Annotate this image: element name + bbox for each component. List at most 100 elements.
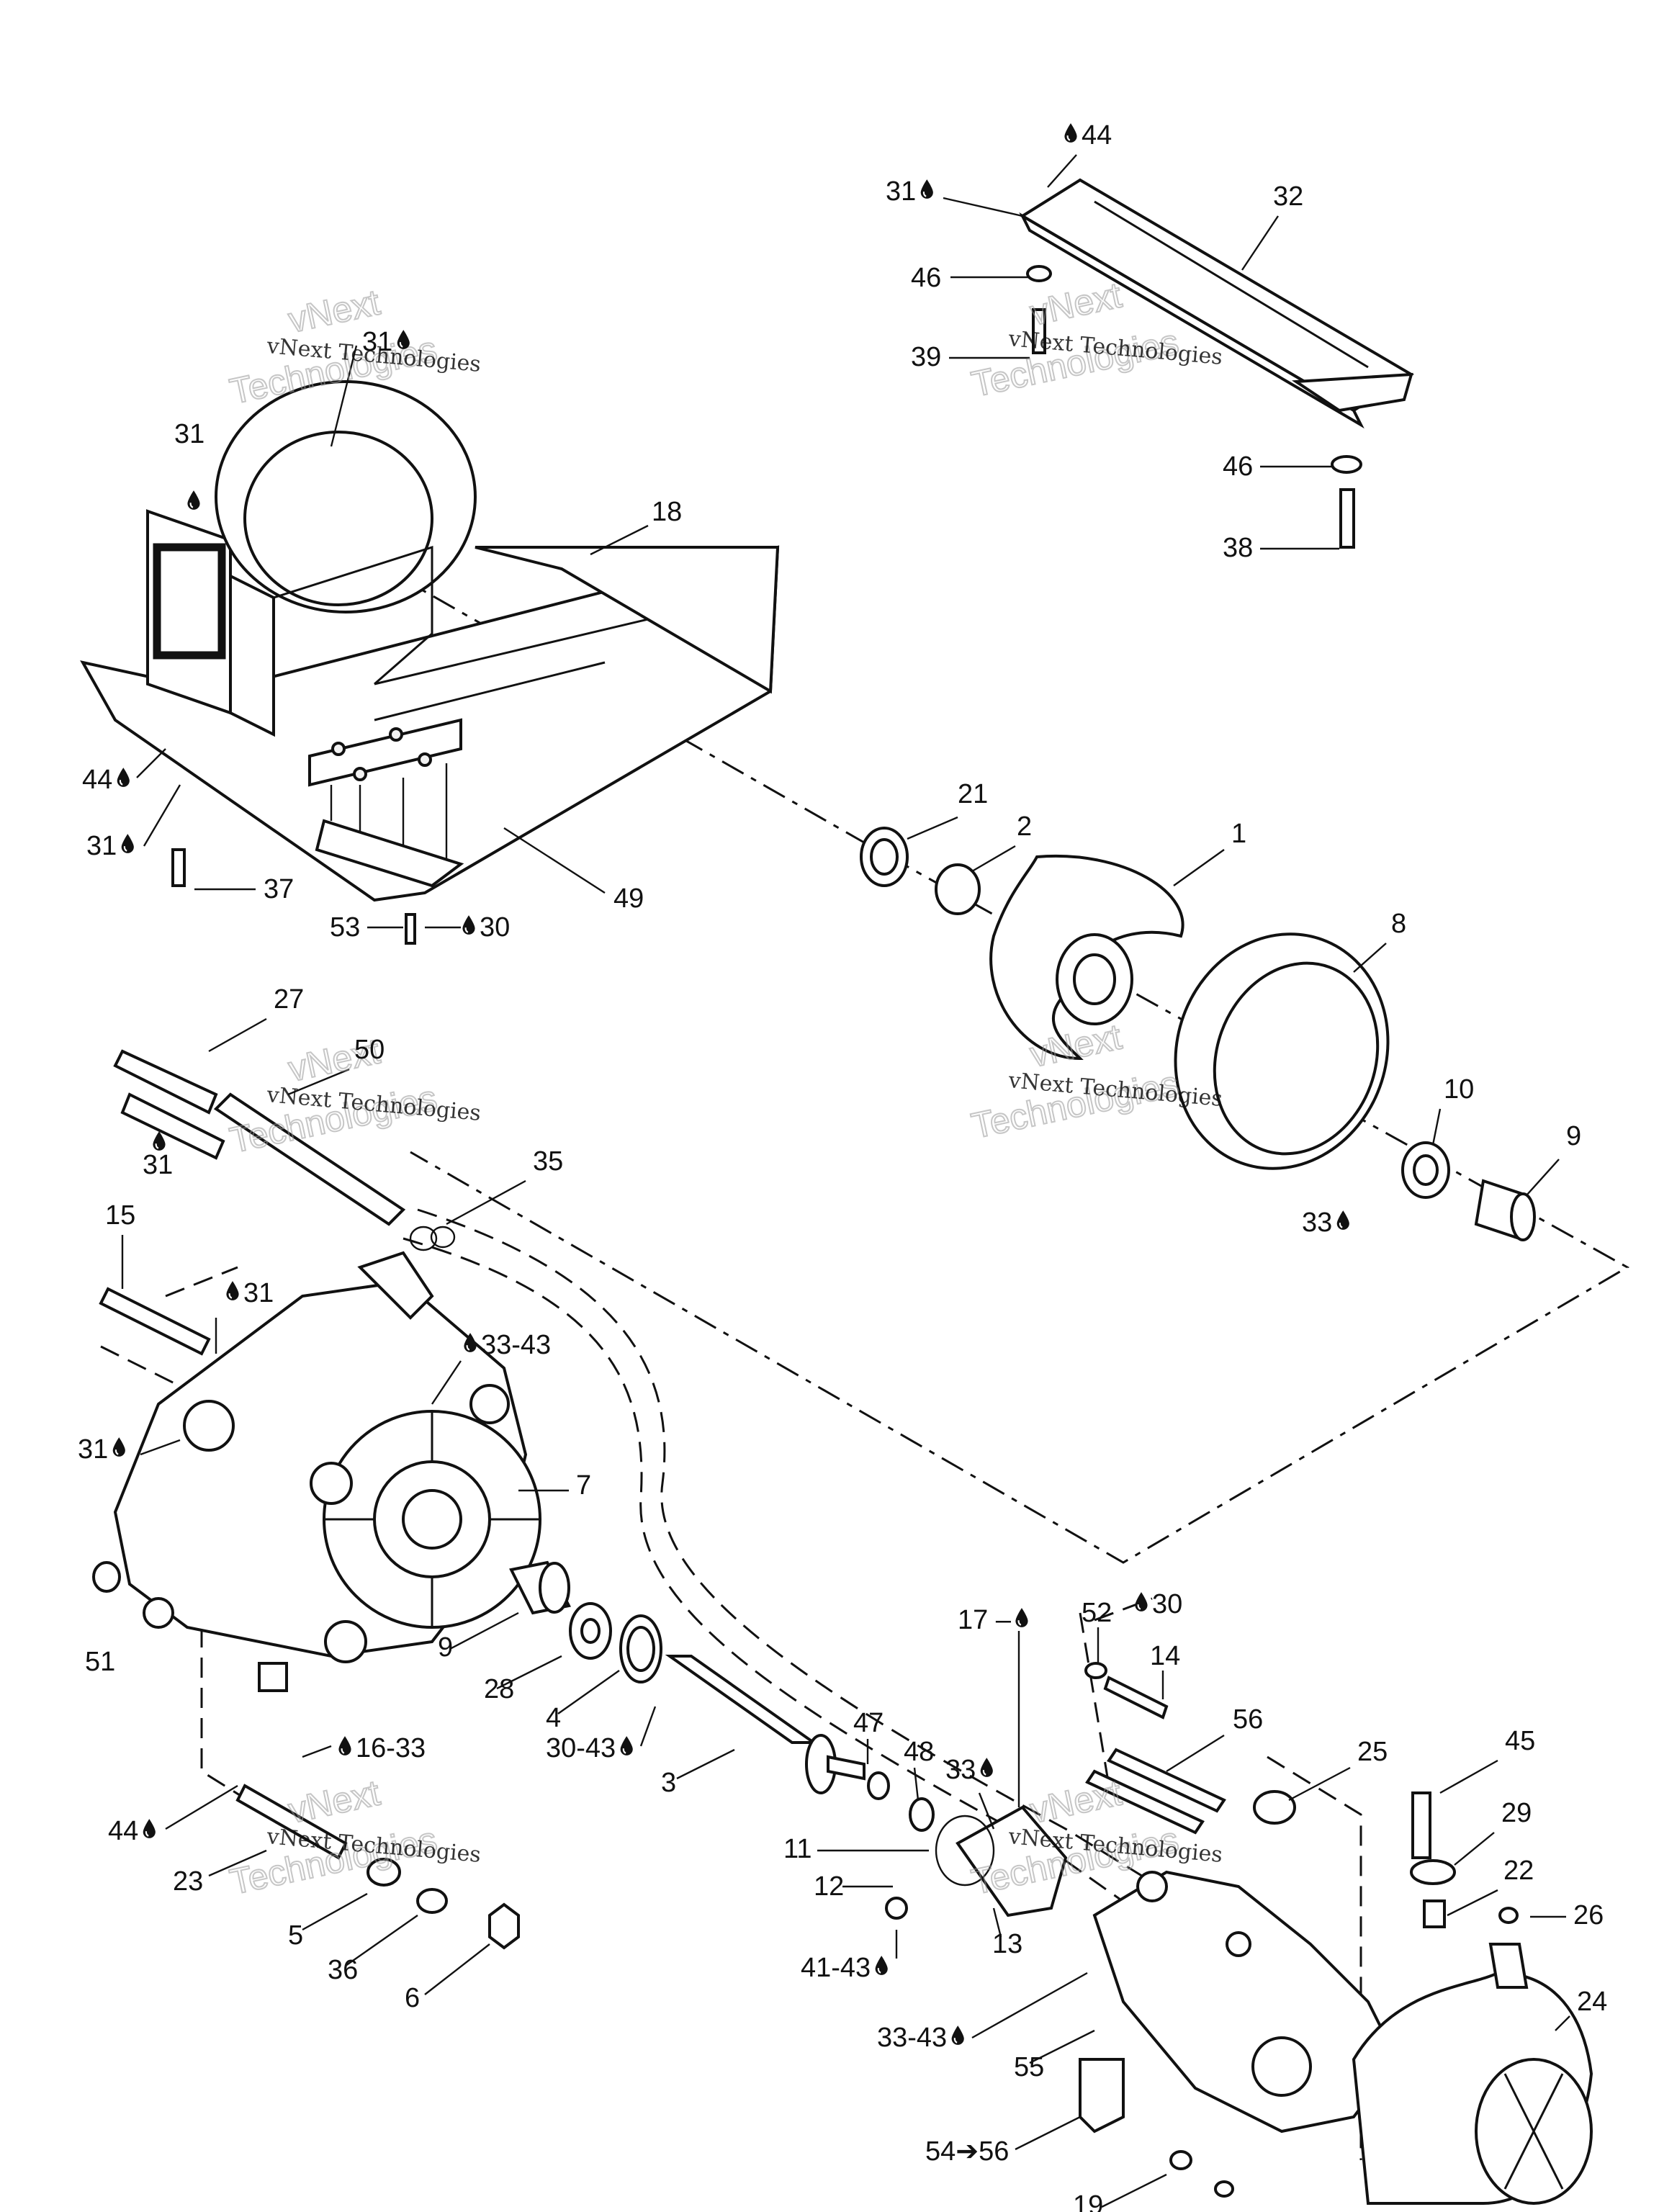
callout-c22: 22 [1503, 1856, 1534, 1886]
leader-c1633 [302, 1745, 332, 1758]
callout-c30b: 30 [1134, 1589, 1182, 1619]
callout-label: 46 [911, 263, 941, 293]
leader-c48 [913, 1767, 920, 1801]
intake-ramp-18 [80, 380, 780, 902]
callout-label: 1 [1231, 819, 1246, 849]
callout-label: 54➔56 [925, 2136, 1009, 2167]
callout-c9b: 9 [438, 1632, 453, 1663]
oil-drop-icon [920, 179, 934, 199]
callout-c53: 53 [330, 912, 360, 943]
leader-c3043 [639, 1706, 657, 1747]
callout-label: 32 [1273, 181, 1303, 212]
leader-c2 [971, 845, 1016, 873]
callout-label: 33-43 [481, 1330, 551, 1360]
leader-c36 [345, 1915, 418, 1966]
callout-label: 46 [1223, 451, 1253, 482]
leader-c1 [1173, 849, 1225, 886]
callout-label: 33 [1302, 1208, 1332, 1238]
leader-c21 [907, 816, 958, 840]
callout-label: 6 [405, 1983, 420, 2013]
callout-c25: 25 [1357, 1737, 1388, 1767]
oil-drop-icon [112, 1437, 126, 1457]
callout-label: 31 [78, 1434, 108, 1465]
callout-c35: 35 [533, 1146, 563, 1177]
axis-line-main [309, 524, 1630, 1564]
leader-c28 [496, 1655, 562, 1690]
callout-label: 35 [533, 1146, 563, 1177]
callout-c44a: 44 [1064, 120, 1112, 150]
callout-label: 28 [484, 1674, 514, 1704]
callout-label: 44 [82, 765, 112, 795]
callout-c30a: 30 [462, 912, 510, 943]
callout-c21: 21 [958, 779, 988, 809]
leader-c55 [1029, 2029, 1095, 2064]
callout-c36: 36 [328, 1955, 358, 1985]
oil-drop-icon [225, 1280, 240, 1301]
watermark-outline-1: vNext [1027, 1773, 1125, 1831]
callout-c12: 12 [814, 1871, 844, 1902]
leader-c31d [143, 784, 181, 847]
callout-c10: 10 [1444, 1074, 1474, 1105]
axis-line-loop [417, 1208, 1254, 1946]
callout-c6: 6 [405, 1983, 420, 2013]
oil-drop-icon [950, 2025, 965, 2046]
oil-drop-icon [116, 767, 130, 788]
callout-label: 37 [264, 874, 294, 904]
shaft-bearings [509, 1560, 662, 1683]
support-bar-32 [1019, 178, 1414, 429]
callout-c37: 37 [264, 874, 294, 904]
leader-c44c [165, 1784, 238, 1830]
callout-label: 12 [814, 1871, 844, 1902]
callout-c33a: 33 [1302, 1208, 1350, 1238]
callout-label: 53 [330, 912, 360, 943]
leader-c5456 [1015, 2116, 1081, 2151]
callout-label: 7 [576, 1470, 591, 1501]
callout-label: 50 [354, 1035, 385, 1065]
leader-c3343a [431, 1360, 462, 1405]
leader-lines [121, 154, 1570, 2208]
callout-c26: 26 [1573, 1900, 1604, 1930]
callout-c4: 4 [546, 1703, 561, 1733]
callout-c31a: 31 [886, 176, 934, 207]
callout-label: 31 [174, 419, 204, 449]
callout-c47: 47 [853, 1708, 884, 1738]
drive-shaft-3 [665, 1655, 935, 1832]
callout-c27: 27 [274, 984, 304, 1015]
leader-c44a [1047, 154, 1077, 188]
callout-c17: 17 – [958, 1605, 1029, 1635]
callout-c51: 51 [85, 1647, 115, 1677]
callout-label: 52 [1082, 1598, 1112, 1628]
callout-label: 36 [328, 1955, 358, 1985]
callout-c55: 55 [1014, 2052, 1044, 2082]
callout-label: 44 [108, 1816, 138, 1846]
callout-label: 33-43 [877, 2023, 947, 2053]
oil-drop-icon [1015, 1607, 1029, 1628]
callout-label: 8 [1391, 909, 1406, 939]
callout-label: 31 [886, 176, 916, 207]
callout-label: 9 [1566, 1121, 1581, 1151]
leader-c50 [287, 1068, 350, 1096]
callout-label: 30-43 [546, 1733, 616, 1763]
oil-drop-icon [186, 490, 201, 511]
callout-label: 25 [1357, 1737, 1388, 1767]
callout-label: 19 [1073, 2190, 1103, 2212]
callout-label: 41-43 [801, 1953, 871, 1983]
callout-c5456: 54➔56 [925, 2136, 1009, 2167]
leader-c5 [302, 1892, 368, 1931]
callout-c15: 15 [105, 1200, 135, 1231]
callout-label: 31 [243, 1278, 274, 1308]
leader-c9a [1526, 1159, 1560, 1196]
callout-c33b: 33 [945, 1755, 994, 1785]
callout-label: 17 – [958, 1605, 1012, 1635]
callout-label: 21 [958, 779, 988, 809]
callout-c11: 11 [783, 1834, 811, 1864]
callout-c44c: 44 [108, 1816, 156, 1846]
oil-drop-icon [120, 833, 135, 854]
pump-housing-7 [92, 1251, 541, 1692]
callout-c5: 5 [288, 1920, 303, 1951]
leader-c23 [208, 1849, 267, 1877]
callout-c31b: 31 [362, 327, 410, 357]
callout-c49: 49 [613, 884, 644, 914]
